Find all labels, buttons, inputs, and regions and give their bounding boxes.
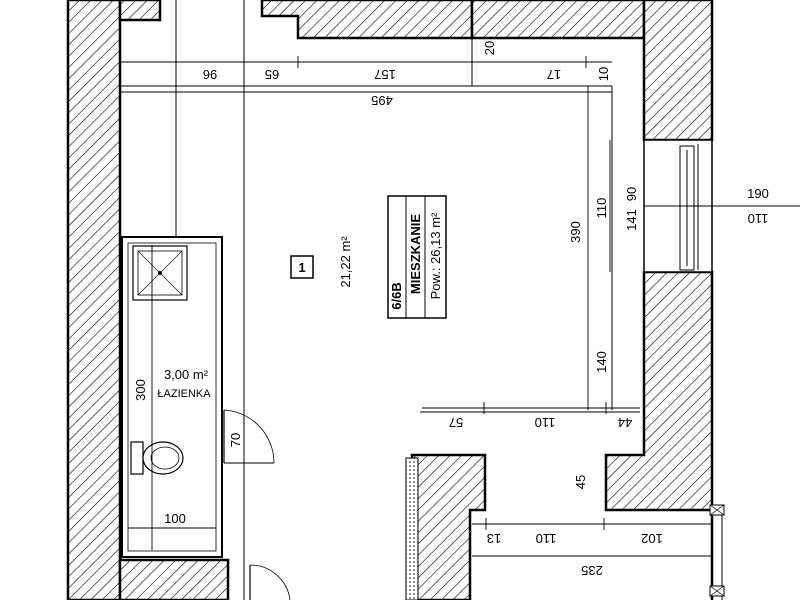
dim-157: 157	[374, 67, 396, 82]
dim-10: 10	[596, 67, 611, 81]
dim-13: 13	[487, 531, 501, 546]
toilet-icon	[130, 441, 184, 475]
shower-icon	[132, 245, 188, 301]
dim-190: 190	[747, 186, 769, 201]
top-left-wall	[118, 0, 162, 22]
entrance-door	[249, 564, 291, 600]
dim-141: 141	[624, 209, 639, 231]
dim-110-low: 110	[536, 531, 557, 546]
dim-20: 20	[482, 41, 497, 55]
right-lower-wall	[604, 270, 714, 512]
dim-100: 100	[164, 511, 186, 526]
apartment-id: 6/6B	[389, 282, 404, 309]
dim-70: 70	[228, 433, 243, 447]
left-outer-wall	[66, 0, 122, 600]
dim-110-far: 110	[748, 211, 769, 226]
dim-300: 300	[133, 379, 148, 401]
dim-110-right: 110	[594, 198, 609, 219]
dim-390: 390	[568, 221, 583, 243]
room-number: 1	[298, 260, 305, 275]
dim-96: 96	[203, 67, 217, 82]
apartment-title: MIESZKANIE	[408, 214, 423, 295]
room-area: 21,22 m²	[338, 236, 353, 288]
corridor-insulation	[405, 457, 419, 600]
bathroom-name: ŁAZIENKA	[157, 388, 211, 400]
corridor-wall	[410, 453, 487, 600]
dim-90: 90	[624, 187, 639, 201]
dim-45: 45	[573, 475, 588, 489]
dim-140: 140	[594, 351, 609, 373]
dim-17: 17	[547, 67, 561, 82]
dim-110-mid: 110	[535, 415, 556, 430]
dim-102: 102	[641, 531, 663, 546]
bottom-left-wall	[118, 558, 230, 600]
top-middle-wall	[260, 0, 474, 40]
bathroom-door: 70	[223, 409, 275, 464]
dim-44: 44	[618, 415, 632, 430]
dim-495: 495	[371, 93, 393, 108]
dim-57: 57	[449, 415, 463, 430]
right-upper-wall	[642, 0, 714, 142]
bathroom-area: 3,00 m²	[164, 367, 209, 382]
bathroom: 100 300 3,00 m² ŁAZIENKA	[121, 236, 223, 558]
dim-65: 65	[265, 67, 279, 82]
top-right-wall	[470, 0, 646, 40]
apartment-area: Pow.: 26,13 m²	[428, 212, 443, 299]
apartment-label: 6/6B MIESZKANIE Pow.: 26,13 m²	[387, 195, 447, 319]
dim-235: 235	[581, 563, 603, 578]
room-number-box	[290, 255, 314, 279]
